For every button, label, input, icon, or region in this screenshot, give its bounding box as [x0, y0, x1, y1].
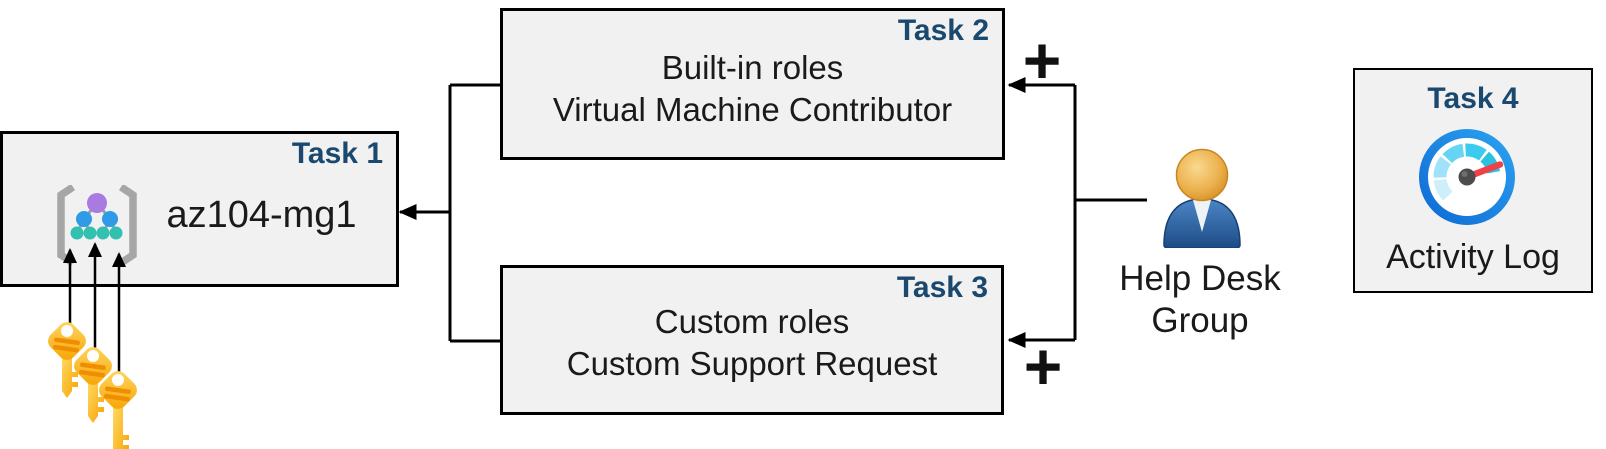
key-icon	[99, 371, 137, 449]
tree-leaf	[109, 226, 123, 240]
key-icon	[74, 347, 112, 423]
bracket-connector-line	[448, 83, 500, 343]
task3-line2: Custom Support Request	[566, 345, 938, 382]
gauge-hub-highlight	[1461, 171, 1468, 177]
help-desk-group-label: Help Desk Group	[1085, 258, 1315, 342]
task1-label: az104-mg1	[166, 194, 357, 236]
tree-node	[102, 211, 118, 227]
keys-icon	[48, 242, 137, 449]
key-icon	[48, 322, 86, 398]
task1-title: Task 1	[291, 137, 383, 170]
task3-line1: Custom roles	[654, 303, 850, 340]
person-head	[1175, 148, 1229, 202]
task2-title: Task 2	[897, 14, 989, 47]
task4-title: Task 4	[1427, 82, 1519, 115]
help-desk-group-line1: Help Desk	[1119, 259, 1281, 298]
tree-leaf	[96, 226, 110, 240]
task4-box: Task 4 Activity Log	[1353, 68, 1593, 293]
tree-leaf	[83, 226, 97, 240]
gauge-hub	[1458, 168, 1476, 186]
bracket-right-shape	[118, 185, 137, 267]
tree-root-node	[87, 193, 107, 213]
plus-sign-task3: +	[1023, 329, 1063, 403]
task2-line1: Built-in roles	[661, 49, 844, 86]
tree-leaf	[70, 226, 84, 240]
person-icon	[1163, 148, 1241, 248]
gauge-icon	[1419, 129, 1515, 225]
task3-box: Task 3 Custom roles Custom Support Reque…	[500, 265, 1004, 415]
help-desk-group-line2: Group	[1151, 301, 1249, 340]
plus-sign-task2: +	[1022, 23, 1062, 97]
person-collar	[1193, 200, 1211, 232]
gauge-segments	[1433, 143, 1500, 201]
task3-title: Task 3	[896, 271, 988, 304]
task4-label: Activity Log	[1386, 238, 1560, 276]
task2-line2: Virtual Machine Contributor	[552, 91, 953, 128]
task2-box: Task 2 Built-in roles Virtual Machine Co…	[500, 8, 1005, 160]
tree-node	[76, 211, 92, 227]
